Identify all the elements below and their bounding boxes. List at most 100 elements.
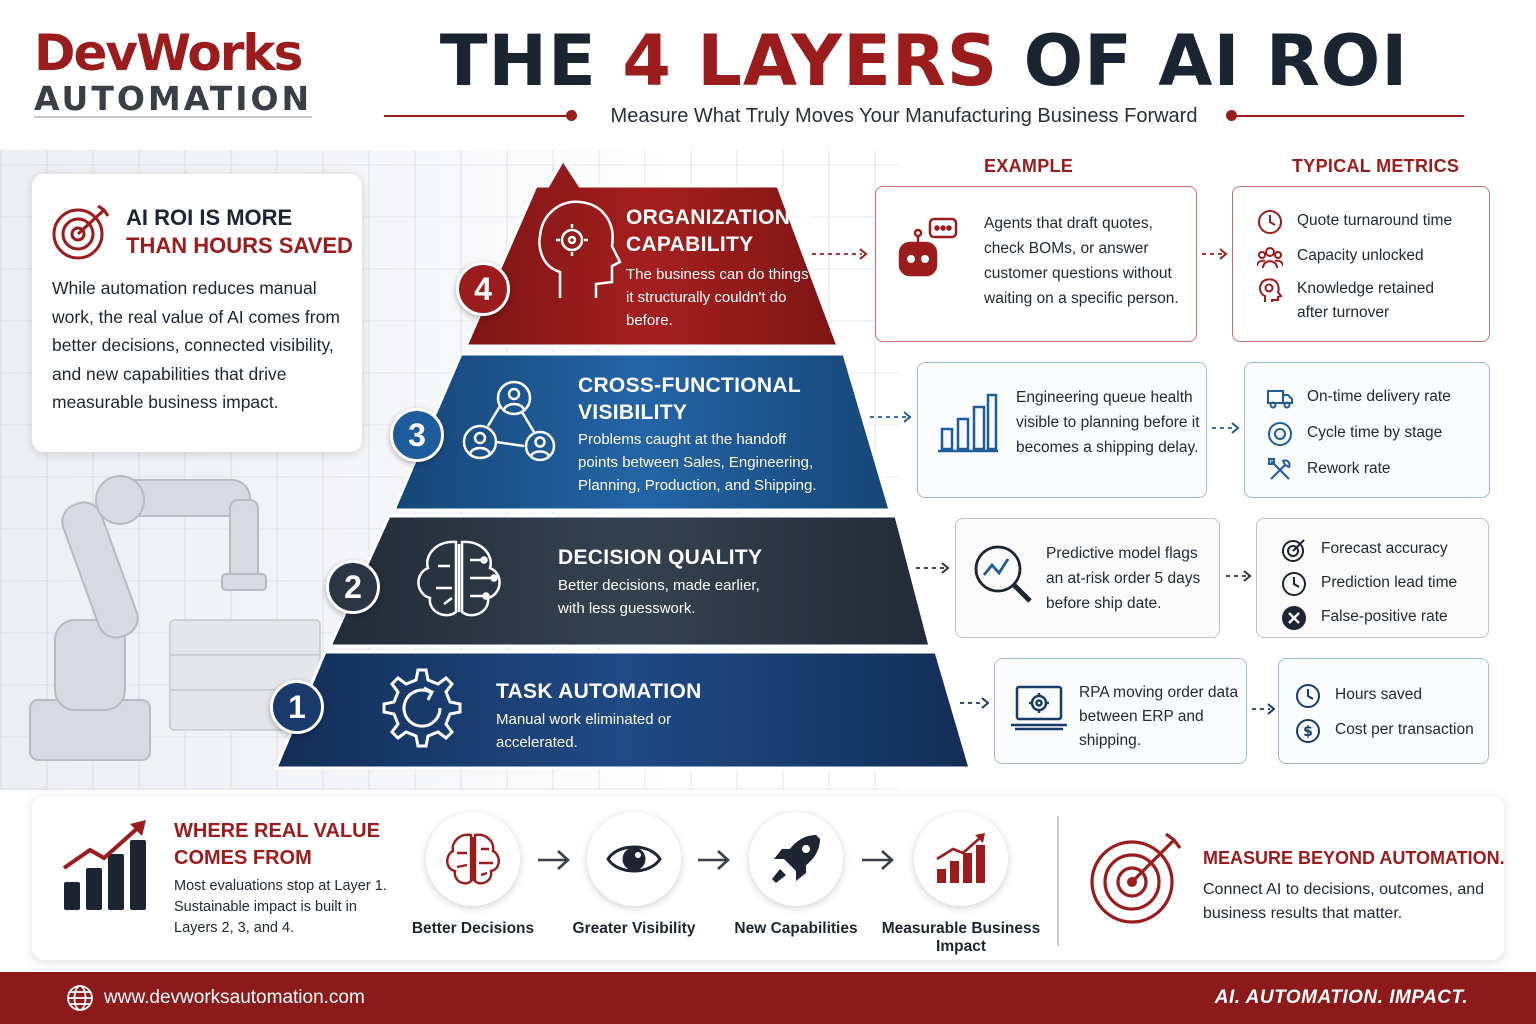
metric-label: Cost per transaction xyxy=(1335,721,1474,738)
arrow-right-icon xyxy=(538,850,570,870)
title-accent: 4 LAYERS xyxy=(622,20,999,102)
bar-chart-icon xyxy=(938,393,998,453)
clock-icon xyxy=(1282,572,1306,596)
tools-icon xyxy=(1268,458,1291,480)
layer-3-text: CROSS-FUNCTIONAL VISIBILITY Problems caug… xyxy=(578,372,828,497)
step-circle xyxy=(426,812,520,906)
footer-website-link[interactable]: www.devworksautomation.com xyxy=(104,987,365,1008)
layer-3-description: Problems caught at the handoff points be… xyxy=(578,431,817,494)
clock-icon xyxy=(1258,210,1282,234)
step-measurable-impact: Measurable Business Impact xyxy=(876,812,1046,956)
step-label: Better Decisions xyxy=(411,920,535,937)
metric-label: False-positive rate xyxy=(1321,608,1448,625)
metric-label: Knowledge retained after turnover xyxy=(1297,280,1435,321)
layer-4-title-line1: ORGANIZATIONAL xyxy=(626,206,819,229)
layer-4-metrics-box: Quote turnaround time Capacity unlocked … xyxy=(1232,186,1490,342)
section-divider xyxy=(1057,816,1059,946)
target-small-icon xyxy=(1282,539,1305,562)
value-description: Most evaluations stop at Layer 1. Sustai… xyxy=(174,878,387,936)
magnifier-chart-icon xyxy=(974,545,1032,603)
metric-label: Cycle time by stage xyxy=(1307,424,1443,441)
layer-4-example-box: Agents that draft quotes, check BOMs, or… xyxy=(875,186,1197,342)
target-arrow-icon xyxy=(1090,832,1182,924)
layer-3-title-line2: VISIBILITY xyxy=(578,401,688,424)
cycle-icon xyxy=(1268,422,1292,446)
title-pre: THE xyxy=(439,20,623,102)
growth-chart-icon xyxy=(62,820,146,910)
step-label: Measurable Business Impact xyxy=(881,920,1041,955)
step-circle xyxy=(749,812,843,906)
footer-tagline: AI. AUTOMATION. IMPACT. xyxy=(1214,987,1468,1008)
step-circle xyxy=(587,812,681,906)
arrow-right-icon xyxy=(698,850,730,870)
brand-logo[interactable]: DevWorks AUTOMATION xyxy=(34,24,313,118)
layer-4-title: ORGANIZATIONAL CAPABILITY xyxy=(626,204,826,258)
subtitle-dot-left xyxy=(566,110,577,121)
clock-icon xyxy=(1296,684,1320,708)
metric-label: On-time delivery rate xyxy=(1307,388,1451,405)
layer-3-title-line1: CROSS-FUNCTIONAL xyxy=(578,374,801,397)
layer-3-badge: 3 xyxy=(390,408,444,462)
layer-3-example-box: Engineering queue health visible to plan… xyxy=(917,362,1207,498)
layer-3-title: CROSS-FUNCTIONAL VISIBILITY xyxy=(578,372,828,426)
layer-1-badge: 1 xyxy=(270,680,324,734)
x-circle-icon xyxy=(1282,606,1306,630)
metric-label: Rework rate xyxy=(1307,460,1391,477)
layer-1-description: Manual work eliminated or accelerated. xyxy=(496,711,672,751)
intro-body: While automation reduces manual work, th… xyxy=(52,278,340,412)
value-title-line2: COMES FROM xyxy=(174,847,312,869)
layer-3-metrics-box: On-time delivery rate Cycle time by stag… xyxy=(1244,362,1490,498)
globe-icon xyxy=(67,985,93,1011)
subtitle-dot-right xyxy=(1226,110,1237,121)
layer-2-badge: 2 xyxy=(326,560,380,614)
laptop-gear-icon xyxy=(1011,685,1067,731)
layer-2-example-box: Predictive model flags an at-risk order … xyxy=(955,518,1220,638)
layer-2-metrics-box: Forecast accuracy Prediction lead time F… xyxy=(1256,518,1489,638)
head-gear-icon xyxy=(538,200,622,298)
layer-2-description: Better decisions, made earlier, with les… xyxy=(558,577,760,617)
subtitle-line-left xyxy=(384,115,570,117)
gear-cycle-icon xyxy=(382,668,462,748)
layer-3-example-text: Engineering queue health visible to plan… xyxy=(1016,389,1200,456)
layer-1-metrics-box: Hours saved $ Cost per transaction xyxy=(1278,658,1489,764)
intro-card: AI ROI IS MORE THAN HOURS SAVED While au… xyxy=(32,174,362,452)
metric-label: Forecast accuracy xyxy=(1321,540,1448,557)
subtitle-line-right xyxy=(1232,115,1464,117)
layer-4-text: ORGANIZATIONAL CAPABILITY The business ca… xyxy=(626,204,826,332)
example-column-header: EXAMPLE xyxy=(984,156,1074,176)
layer-4-title-line2: CAPABILITY xyxy=(626,233,754,256)
subtitle-row: Measure What Truly Moves Your Manufactur… xyxy=(384,104,1464,130)
value-title: WHERE REAL VALUE COMES FROM xyxy=(174,818,380,872)
footer-bar: www.devworksautomation.com AI. AUTOMATIO… xyxy=(0,972,1536,1024)
step-circle xyxy=(914,812,1008,906)
layer-1-text: TASK AUTOMATION Manual work eliminated o… xyxy=(496,678,716,754)
intro-heading-line1: AI ROI IS MORE xyxy=(126,205,293,230)
step-better-decisions: Better Decisions xyxy=(388,812,558,938)
measure-description: Connect AI to decisions, outcomes, and b… xyxy=(1203,881,1485,922)
brain-icon xyxy=(446,833,500,885)
growth-bars-icon xyxy=(936,833,985,883)
layer-1-example-box: RPA moving order data between ERP and sh… xyxy=(994,658,1247,764)
layer-2-example-text: Predictive model flags an at-risk order … xyxy=(1046,545,1201,612)
people-icon xyxy=(1257,247,1283,269)
eye-icon xyxy=(606,845,662,873)
step-new-capabilities: New Capabilities xyxy=(711,812,881,938)
arrow-right-icon xyxy=(862,850,894,870)
step-label: Greater Visibility xyxy=(572,920,696,937)
metric-label: Prediction lead time xyxy=(1321,574,1458,591)
title-post: OF AI ROI xyxy=(998,20,1409,102)
page-subtitle: Measure What Truly Moves Your Manufactur… xyxy=(610,105,1198,127)
metric-label: Hours saved xyxy=(1335,686,1423,703)
brain-circuit-icon xyxy=(417,540,501,617)
layer-4-badge: 4 xyxy=(456,262,510,316)
layer-4-example-text: Agents that draft quotes, check BOMs, or… xyxy=(984,215,1179,307)
intro-heading: AI ROI IS MORE THAN HOURS SAVED xyxy=(126,204,353,260)
step-greater-visibility: Greater Visibility xyxy=(549,812,719,938)
network-people-icon xyxy=(462,380,556,462)
metric-label: Quote turnaround time xyxy=(1297,212,1453,229)
value-title-line1: WHERE REAL VALUE xyxy=(174,820,380,842)
layer-4-description: The business can do things it structural… xyxy=(626,266,809,329)
svg-text:$: $ xyxy=(1303,724,1313,740)
layer-2-text: DECISION QUALITY Better decisions, made … xyxy=(558,544,798,620)
